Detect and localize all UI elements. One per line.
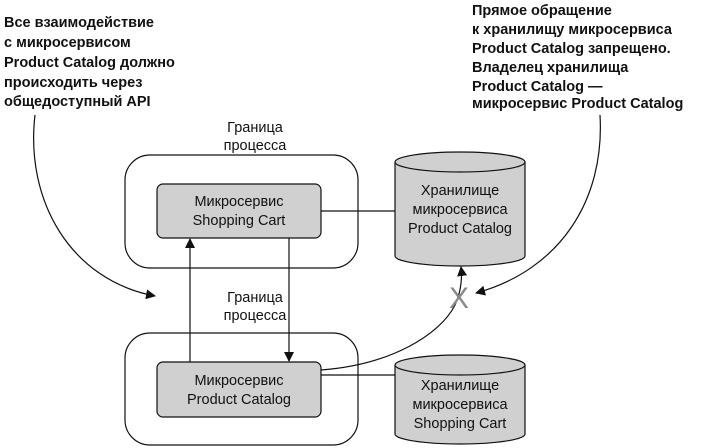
boundary-label: Граница [227,290,284,306]
service-label: Shopping Cart [193,213,286,229]
callout-left-line: Product Catalog должно [4,55,175,71]
store-label: Product Catalog [408,221,512,237]
callout-right-line: к хранилищу микросервиса [472,22,673,38]
service-label: Микросервис [194,373,283,389]
callout-left: Все взаимодействие с микросервисом Produ… [4,15,175,110]
callout-right-line: Product Catalog — [472,79,603,95]
store-label: Хранилище [421,183,499,199]
callout-right-line: Product Catalog запрещено. [472,41,671,57]
store-label: Хранилище [421,378,499,394]
forbidden-access-arrow [320,266,468,371]
callout-right-line: Прямое обращение [472,3,612,19]
shopping-cart-service: Микросервис Shopping Cart [156,183,322,239]
callout-right-line: микросервис Product Catalog [472,96,683,112]
callout-left-line: Все взаимодействие [4,15,154,31]
shopping-cart-store: Хранилище микросервиса Shopping Cart [394,354,526,445]
store-label: микросервиса [412,397,508,413]
callout-left-line: происходить через [4,75,142,91]
callout-left-arrow [33,114,156,300]
callout-left-line: общедоступный API [4,94,151,110]
service-label: Микросервис [194,194,283,210]
product-catalog-service: Микросервис Product Catalog [156,361,322,418]
forbidden-x-icon: X [449,282,469,315]
boundary-label: Граница [227,120,284,136]
callout-right-arrow [475,114,601,296]
callout-left-line: с микросервисом [4,35,131,51]
product-catalog-store: Хранилище микросервиса Product Catalog [394,151,526,267]
service-label: Product Catalog [187,392,291,408]
store-label: микросервиса [412,202,508,218]
callout-right: Прямое обращение к хранилищу микросервис… [472,3,683,112]
process-boundary-bottom [124,332,359,446]
boundary-label: процесса [224,308,288,324]
callout-right-line: Владелец хранилища [472,60,629,76]
store-label: Shopping Cart [414,416,507,432]
boundary-label: процесса [224,138,288,154]
